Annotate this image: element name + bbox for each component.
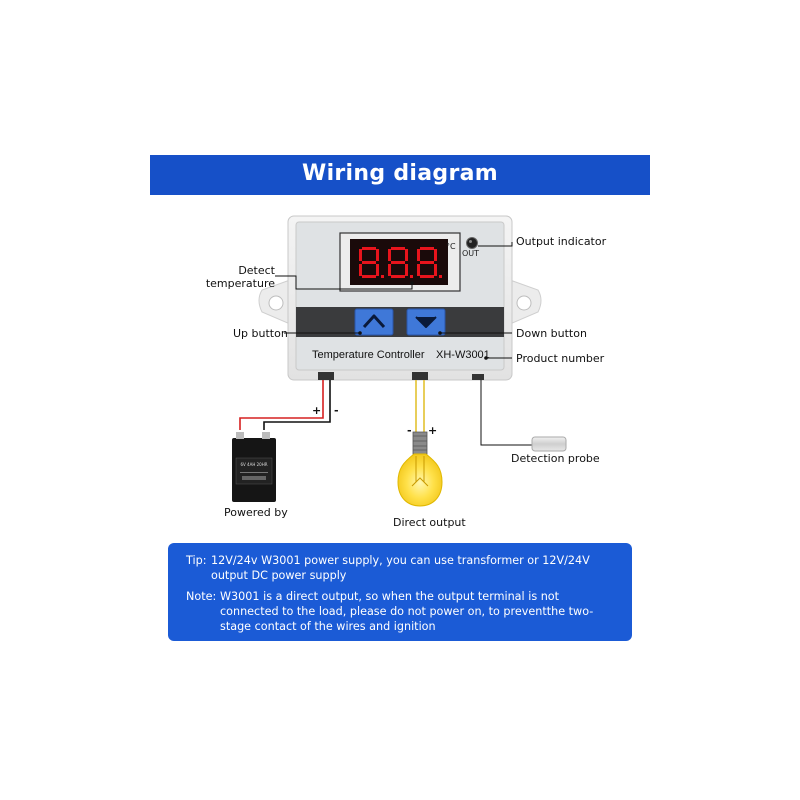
up-button[interactable]: [354, 308, 394, 336]
diagram-title: Wiring diagram: [302, 161, 498, 186]
label-detect-line2: temperature: [205, 277, 275, 290]
note-key: Note:: [186, 590, 217, 603]
light-bulb: [397, 431, 443, 507]
unit-label: °C: [446, 242, 456, 251]
mounting-ears: [258, 279, 542, 325]
battery: 6V 4AH 20HR: [232, 432, 276, 502]
down-button[interactable]: [406, 308, 446, 336]
callout-lines: [275, 242, 535, 446]
note-text: W3001 is a direct output, so when the ou…: [220, 590, 594, 633]
label-up-button: Up button: [233, 327, 288, 340]
battery-plus: +: [312, 404, 321, 417]
terminals: [318, 372, 484, 380]
battery-text: 6V 4AH 20HR: [241, 462, 268, 467]
output-minus: -: [407, 424, 412, 437]
out-label: OUT: [462, 249, 479, 258]
label-detection-probe: Detection probe: [511, 452, 600, 465]
model-label: XH-W3001: [436, 349, 490, 361]
tip-text: 12V/24v W3001 power supply, you can use …: [211, 554, 590, 582]
label-direct-output: Direct output: [393, 516, 466, 529]
label-output-indicator: Output indicator: [516, 235, 607, 248]
tip-key: Tip:: [186, 554, 207, 567]
seven-segment-display: [359, 247, 442, 278]
label-detect-line1: Detect: [238, 264, 275, 277]
tip-note: Tip: 12V/24v W3001 power supply, you can…: [186, 553, 616, 583]
output-plus: +: [428, 424, 437, 437]
callout-dots: [358, 281, 488, 360]
note-warning: Note: W3001 is a direct output, so when …: [186, 589, 616, 634]
label-down-button: Down button: [516, 327, 587, 340]
notes-box: Tip: 12V/24v W3001 power supply, you can…: [168, 543, 632, 641]
title-banner: Wiring diagram: [150, 155, 650, 195]
output-indicator-led: [466, 237, 478, 249]
label-powered-by: Powered by: [224, 506, 288, 519]
output-wires: [415, 380, 425, 432]
panel-label: Temperature Controller: [312, 349, 425, 361]
label-product-number: Product number: [516, 352, 605, 365]
label-detect-temperature: Detect temperature: [200, 264, 275, 290]
detection-probe: [531, 436, 567, 452]
battery-minus: -: [334, 404, 339, 417]
power-wires: [239, 380, 331, 430]
